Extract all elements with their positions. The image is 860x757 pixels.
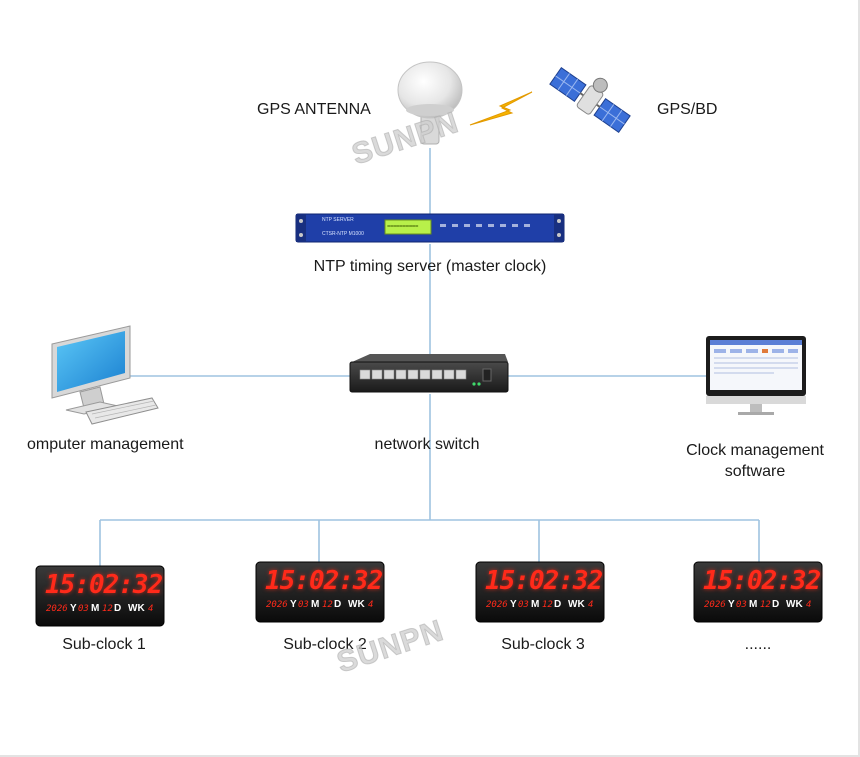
label-clock-software: Clock management software (686, 442, 824, 480)
label-gps-bd: GPS/BD (657, 101, 718, 118)
clock-week-value: 4 (368, 600, 374, 610)
server-lcd-text: ========== (387, 223, 419, 230)
clock-week-value: 4 (148, 604, 154, 614)
satellite-icon (549, 67, 631, 133)
clock-year-digits: 2026 (704, 600, 726, 610)
clock-body (35, 565, 165, 627)
clock-week-label: WK (786, 599, 803, 610)
clock-month-unit: M (749, 599, 758, 610)
clock-week-label: WK (348, 599, 365, 610)
clock-day-unit: D (114, 603, 122, 614)
clock-year-unit: Y (510, 599, 517, 610)
clock-day-digits: 12 (322, 600, 333, 610)
sub-clock-2 (255, 561, 385, 623)
clock-body (693, 561, 823, 623)
label-subclock-2: Sub-clock 2 (283, 636, 367, 653)
label-subclock-1: Sub-clock 1 (62, 636, 146, 653)
clock-year-digits: 2026 (486, 600, 508, 610)
label-subclock-3: Sub-clock 3 (501, 636, 585, 653)
clock-month-unit: M (91, 603, 100, 614)
computer-icon (51, 325, 159, 425)
label-subclock-4: ...... (744, 636, 772, 653)
clock-body (255, 561, 385, 623)
clock-year-digits: 2026 (266, 600, 288, 610)
label-ntp-server: NTP timing server (master clock) (313, 258, 547, 275)
clock-body (475, 561, 605, 623)
label-computer: omputer management (27, 436, 184, 453)
clock-day-unit: D (334, 599, 342, 610)
clock-week-label: WK (128, 603, 145, 614)
clock-day-unit: D (554, 599, 562, 610)
clock-year-unit: Y (290, 599, 297, 610)
ntp-server-icon (295, 213, 565, 243)
clock-year-digits: 2026 (46, 604, 68, 614)
label-gps-antenna: GPS ANTENNA (257, 101, 371, 118)
clock-day-digits: 12 (542, 600, 553, 610)
sub-clock-1 (35, 565, 165, 627)
clock-month-digits: 03 (78, 604, 89, 614)
clock-week-label: WK (568, 599, 585, 610)
clock-day-digits: 12 (102, 604, 113, 614)
clock-week-value: 4 (806, 600, 812, 610)
frame-edge-right (858, 0, 860, 757)
clock-day-unit: D (772, 599, 780, 610)
frame-edge-bottom (0, 755, 860, 757)
server-model-text: CTSR-NTP M1000 (322, 231, 364, 237)
clock-week-value: 4 (588, 600, 594, 610)
clock-time-digits: 15:02:32 (45, 570, 163, 600)
clock-time-digits: 15:02:32 (485, 566, 603, 596)
clock-month-unit: M (311, 599, 320, 610)
monitor-icon (706, 336, 806, 415)
clock-day-digits: 12 (760, 600, 771, 610)
gps-antenna-icon (397, 61, 463, 145)
connection-lines (99, 148, 760, 566)
signal-bolt-icon (469, 91, 533, 126)
sub-clock-4 (693, 561, 823, 623)
clock-month-digits: 03 (518, 600, 529, 610)
sub-clock-3 (475, 561, 605, 623)
server-brand-text: NTP SERVER (322, 217, 354, 223)
network-switch-icon (349, 354, 509, 393)
clock-year-unit: Y (728, 599, 735, 610)
clock-year-unit: Y (70, 603, 77, 614)
clock-time-digits: 15:02:32 (703, 566, 821, 596)
clock-time-digits: 15:02:32 (265, 566, 383, 596)
label-network-switch: network switch (374, 436, 480, 453)
clock-month-unit: M (531, 599, 540, 610)
clock-month-digits: 03 (736, 600, 747, 610)
clock-month-digits: 03 (298, 600, 309, 610)
